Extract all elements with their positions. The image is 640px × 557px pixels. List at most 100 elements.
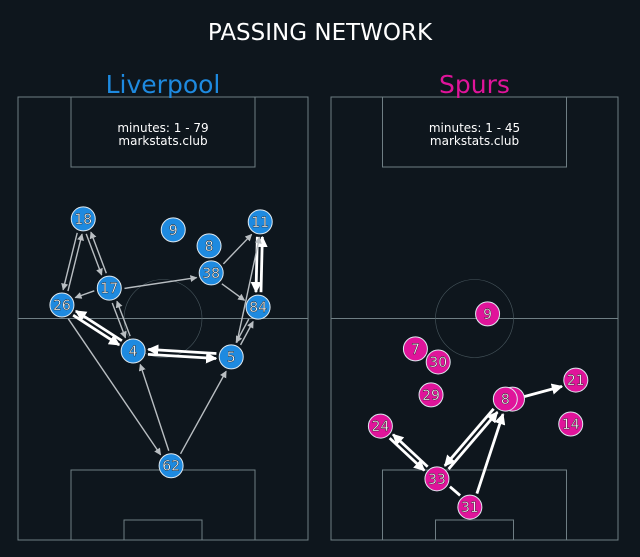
player-node: 21 (563, 367, 589, 393)
pass-edge (443, 407, 495, 467)
source-label: markstats.club (430, 134, 519, 148)
player-circle (245, 294, 271, 320)
player-circle (425, 349, 451, 375)
player-node: 33 (424, 466, 450, 492)
pass-edge (72, 314, 121, 347)
pass-edge (138, 363, 170, 451)
player-number: 17 (100, 281, 118, 297)
team-name: Spurs (439, 70, 510, 99)
player-circle (158, 453, 184, 479)
player-number: 38 (202, 266, 220, 282)
player-number: 9 (483, 307, 492, 323)
pass-edge (67, 233, 84, 292)
player-node: 84 (245, 294, 271, 320)
player-number: 62 (162, 459, 180, 475)
player-number: 14 (562, 417, 580, 433)
player-node: 18 (70, 206, 96, 232)
pass-edge (179, 370, 227, 455)
center-circle (435, 279, 514, 358)
player-number: 30 (429, 355, 447, 371)
pass-edge (236, 236, 262, 343)
pass-edge (74, 290, 95, 299)
pass-edge (61, 232, 78, 291)
pass-edge (85, 233, 103, 276)
source-label: markstats.club (118, 134, 207, 148)
player-node: 26 (49, 292, 75, 318)
top-penalty-box (70, 96, 256, 168)
player-circle (424, 466, 450, 492)
player-number: 9 (169, 223, 178, 239)
player-circle (198, 260, 224, 286)
player-circle (96, 275, 122, 301)
player-node: 14 (558, 411, 584, 437)
player-number: 11 (251, 215, 269, 231)
bottom-six-yard-box (435, 519, 514, 541)
pass-edge (147, 344, 217, 356)
player-number: 26 (53, 298, 71, 314)
pass-edge (235, 318, 250, 344)
player-node: 24 (367, 413, 393, 439)
pass-edge (67, 318, 162, 456)
pass-edge (221, 283, 246, 301)
player-number: 84 (249, 300, 267, 316)
player-number: 24 (371, 419, 389, 435)
player-number: 21 (567, 373, 585, 389)
pass-edge (520, 383, 564, 399)
player-circle (563, 367, 589, 393)
player-circle (558, 411, 584, 437)
pass-edge (449, 485, 462, 497)
player-node: 8 (492, 386, 518, 412)
player-circle (418, 382, 444, 408)
player-number: 7 (411, 342, 420, 358)
player-number: 5 (227, 350, 236, 366)
player-node: 17 (96, 275, 122, 301)
player-number: 8 (501, 392, 510, 408)
minutes-label: minutes: 1 - 79 (117, 121, 208, 135)
player-node: 4 (120, 338, 146, 364)
player-number: 29 (422, 388, 440, 404)
player-circle (196, 233, 222, 259)
player-node: 31 (457, 494, 483, 520)
player-node: 9 (475, 301, 501, 327)
player-node: 7 (402, 336, 428, 362)
player-node: 62 (158, 453, 184, 479)
player-circle (49, 292, 75, 318)
bottom-six-yard-box (123, 519, 203, 541)
chart-title: PASSING NETWORK (208, 20, 433, 46)
player-circle (457, 494, 483, 520)
player-node: 5 (218, 344, 244, 370)
player-node: 9 (160, 217, 186, 243)
player-number: 8 (205, 239, 214, 255)
pass-edge (475, 413, 506, 495)
pass-edge (124, 275, 198, 290)
pass-edge (388, 437, 426, 472)
pass-edge (111, 302, 127, 339)
player-number: 4 (129, 344, 138, 360)
player-circle (160, 217, 186, 243)
player-circle (475, 301, 501, 327)
team-name: Liverpool (106, 70, 221, 99)
player-circle (70, 206, 96, 232)
player-node: 29 (418, 382, 444, 408)
pass-edge (392, 433, 429, 468)
player-node: 8 (196, 233, 222, 259)
pass-edge (256, 235, 268, 293)
minutes-label: minutes: 1 - 45 (429, 121, 520, 135)
player-circle (402, 336, 428, 362)
player-number: 18 (74, 212, 92, 228)
player-node: 11 (247, 209, 273, 235)
top-penalty-box (382, 96, 567, 168)
pass-edge (89, 231, 107, 274)
pass-edge (74, 309, 123, 342)
player-circle (247, 209, 273, 235)
player-circle (367, 413, 393, 439)
player-node: 30 (425, 349, 451, 375)
player-circle (218, 344, 244, 370)
bottom-penalty-box (70, 469, 256, 541)
pass-edge (239, 320, 254, 346)
pass-edge (222, 233, 253, 265)
player-circle (492, 386, 518, 412)
